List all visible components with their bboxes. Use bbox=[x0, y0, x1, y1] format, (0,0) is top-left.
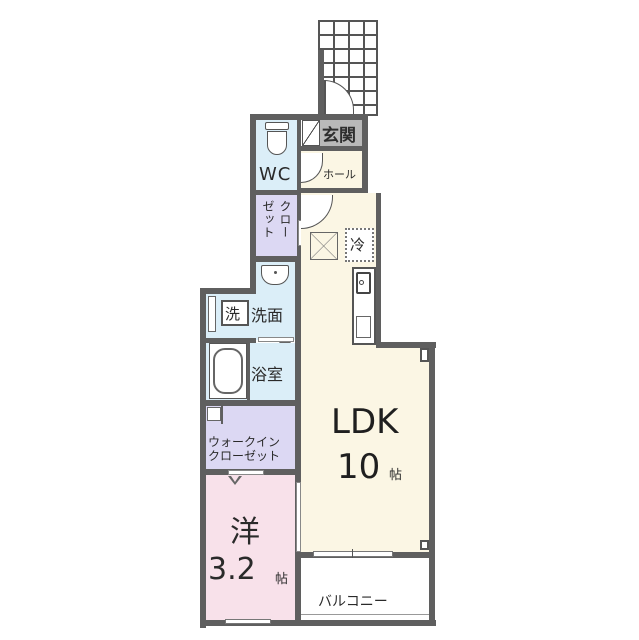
refrigerator-space bbox=[345, 228, 374, 262]
wall bbox=[429, 558, 435, 622]
wall bbox=[250, 190, 300, 195]
label-wc: WC bbox=[259, 164, 292, 185]
wall bbox=[376, 193, 381, 345]
label-ldk-size: 10 bbox=[337, 447, 381, 487]
label-walkin-line2: クローゼット bbox=[208, 449, 281, 463]
wall bbox=[295, 256, 301, 626]
porch-wall bbox=[318, 50, 324, 120]
room-senmen bbox=[206, 294, 295, 340]
label-closet-col2: クロー bbox=[278, 200, 292, 239]
faucet-icon bbox=[274, 271, 277, 274]
label-closet-col1: ゼット bbox=[261, 200, 275, 239]
label-hall: ホール bbox=[323, 168, 356, 181]
label-bath: 浴室 bbox=[251, 365, 284, 384]
pipe-space bbox=[207, 407, 221, 421]
room-western bbox=[206, 475, 295, 621]
wall bbox=[250, 114, 256, 294]
senmen-door bbox=[258, 337, 294, 342]
pillar bbox=[420, 540, 429, 550]
label-senmen: 洗面 bbox=[251, 306, 284, 325]
window-western bbox=[225, 619, 271, 624]
laundry-space bbox=[310, 232, 338, 260]
wall bbox=[300, 188, 368, 193]
wall bbox=[376, 342, 436, 348]
label-washer: 洗 bbox=[225, 305, 241, 323]
room-balcony bbox=[301, 558, 429, 620]
balcony-rail bbox=[301, 614, 429, 615]
toilet-bowl-icon bbox=[267, 131, 287, 155]
window-divider bbox=[352, 549, 353, 559]
washbasin-icon bbox=[261, 265, 289, 285]
balcony-window bbox=[313, 551, 393, 557]
label-refrigerator: 冷 bbox=[350, 236, 366, 254]
label-walkin-line1: ウォークイン bbox=[208, 435, 281, 449]
room-genkan bbox=[320, 120, 362, 146]
knob-icon bbox=[359, 280, 364, 285]
wall bbox=[200, 620, 436, 626]
bathtub-basin bbox=[213, 348, 243, 394]
toilet-tank-icon bbox=[265, 122, 289, 130]
pillar bbox=[420, 348, 429, 362]
room-closet bbox=[256, 195, 297, 259]
label-ldk-unit: 帖 bbox=[389, 468, 403, 483]
wall bbox=[200, 288, 256, 294]
wall bbox=[206, 338, 256, 343]
label-western-size: 3.2 bbox=[208, 552, 256, 587]
wall bbox=[200, 288, 206, 628]
entrance-door-leaf bbox=[324, 80, 326, 114]
wall bbox=[297, 120, 301, 194]
sliding-door bbox=[296, 482, 301, 552]
label-western: 洋 bbox=[230, 515, 260, 550]
wall bbox=[300, 146, 366, 151]
label-balcony: バルコニー bbox=[318, 594, 388, 610]
wall bbox=[250, 114, 366, 120]
wall bbox=[200, 400, 300, 406]
washer-box bbox=[221, 300, 249, 326]
sink-icon bbox=[356, 316, 371, 338]
label-western-unit: 帖 bbox=[275, 572, 289, 587]
label-ldk: LDK bbox=[331, 402, 399, 442]
wall bbox=[250, 256, 300, 262]
outside-area bbox=[380, 193, 440, 343]
label-genkan: 玄関 bbox=[322, 126, 356, 146]
pipe-space-right bbox=[221, 406, 223, 424]
door-arrow-inner bbox=[231, 476, 239, 482]
wall bbox=[429, 342, 435, 562]
wall bbox=[247, 343, 250, 401]
shoe-box bbox=[302, 120, 320, 146]
wall bbox=[362, 114, 368, 194]
shelf bbox=[208, 296, 216, 332]
walkin-door bbox=[228, 470, 264, 475]
